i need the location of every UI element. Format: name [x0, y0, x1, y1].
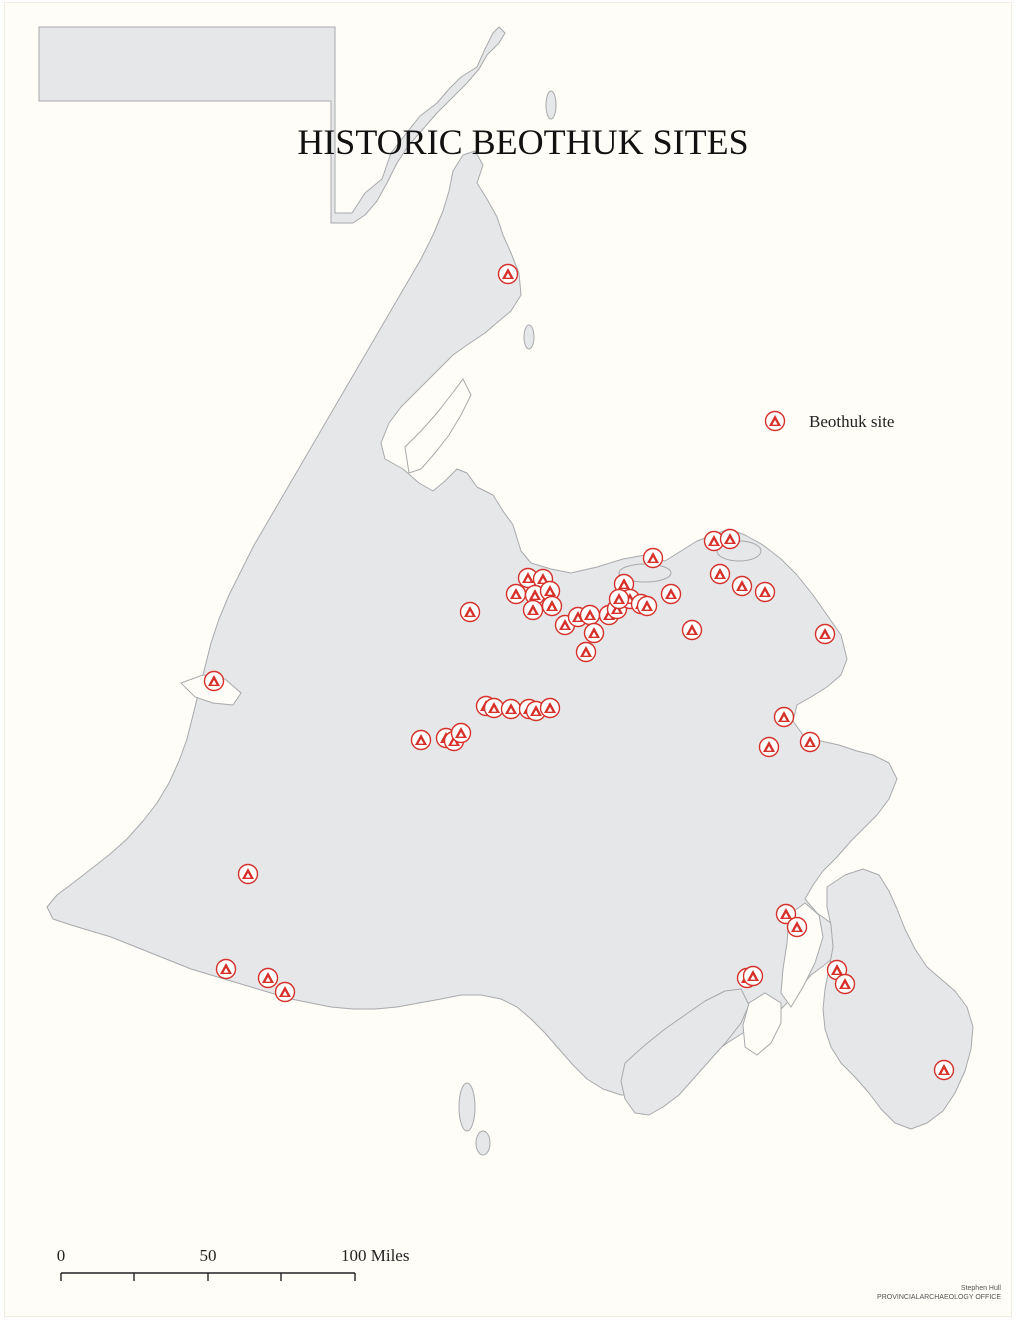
beothuk-site-marker	[703, 530, 725, 552]
beothuk-site-marker	[583, 622, 605, 644]
beothuk-site-marker	[579, 604, 601, 626]
beothuk-site-marker	[203, 670, 225, 692]
beothuk-site-marker	[758, 736, 780, 758]
beothuk-site-marker	[613, 573, 635, 595]
beothuk-site-marker	[660, 583, 682, 605]
beothuk-site-marker	[257, 967, 279, 989]
beothuk-site-icon	[764, 410, 786, 432]
miquelon-island	[475, 1130, 491, 1156]
beothuk-site-marker	[532, 568, 554, 590]
beothuk-site-marker	[814, 623, 836, 645]
beothuk-site-marker	[834, 973, 856, 995]
white-bay	[404, 378, 472, 474]
scale-bar: 0 50 100 Miles	[57, 1246, 409, 1281]
beothuk-site-marker	[773, 706, 795, 728]
newfoundland-island	[46, 150, 898, 1096]
map-title: HISTORIC BEOTHUK SITES	[297, 122, 748, 162]
beothuk-site-marker	[215, 958, 237, 980]
avalon-peninsula	[822, 868, 974, 1130]
st-pierre-island	[458, 1082, 476, 1132]
credit-office: PROVINCIALARCHAEOLOGY OFFICE	[877, 1294, 1001, 1301]
beothuk-site-marker	[799, 731, 821, 753]
beothuk-site-marker	[505, 583, 527, 605]
beothuk-site-marker	[681, 619, 703, 641]
map-canvas: HISTORIC BEOTHUK SITES Beothuk site 0 50…	[38, 26, 1002, 1301]
scale-label-50: 50	[200, 1246, 217, 1265]
beothuk-site-marker	[541, 595, 563, 617]
legend: Beothuk site	[764, 410, 894, 432]
credit-author: Stephen Hull	[961, 1285, 1002, 1292]
scale-label-100: 100 Miles	[341, 1246, 409, 1265]
burin-peninsula	[620, 988, 750, 1116]
beothuk-site-marker	[709, 563, 731, 585]
beothuk-site-marker	[500, 698, 522, 720]
beothuk-site-marker	[459, 601, 481, 623]
beothuk-site-marker	[539, 697, 561, 719]
beothuk-site-marker	[642, 547, 664, 569]
beothuk-site-icon	[764, 410, 786, 432]
beothuk-site-marker	[731, 575, 753, 597]
beothuk-site-marker	[483, 697, 505, 719]
placentia-bay	[742, 992, 782, 1056]
beothuk-site-marker	[575, 641, 597, 663]
beothuk-site-marker	[742, 965, 764, 987]
map-frame: HISTORIC BEOTHUK SITES Beothuk site 0 50…	[4, 2, 1012, 1317]
beothuk-site-marker	[775, 903, 797, 925]
beothuk-site-marker	[786, 916, 808, 938]
beothuk-site-marker	[608, 588, 630, 610]
beothuk-site-marker	[522, 599, 544, 621]
site-markers	[203, 263, 955, 1081]
beothuk-site-marker	[237, 863, 259, 885]
labrador-landmass	[38, 26, 506, 224]
beothuk-site-marker	[274, 981, 296, 1003]
beothuk-site-marker	[539, 580, 561, 602]
scale-label-0: 0	[57, 1246, 66, 1265]
beothuk-site-marker	[497, 263, 519, 285]
belle-isle	[523, 324, 535, 350]
beothuk-site-marker	[754, 581, 776, 603]
bell-island	[545, 90, 557, 120]
beothuk-site-marker	[450, 722, 472, 744]
beothuk-site-marker	[933, 1059, 955, 1081]
beothuk-site-marker	[636, 595, 658, 617]
legend-label: Beothuk site	[809, 412, 894, 431]
beothuk-site-marker	[410, 729, 432, 751]
beothuk-site-marker	[719, 528, 741, 550]
